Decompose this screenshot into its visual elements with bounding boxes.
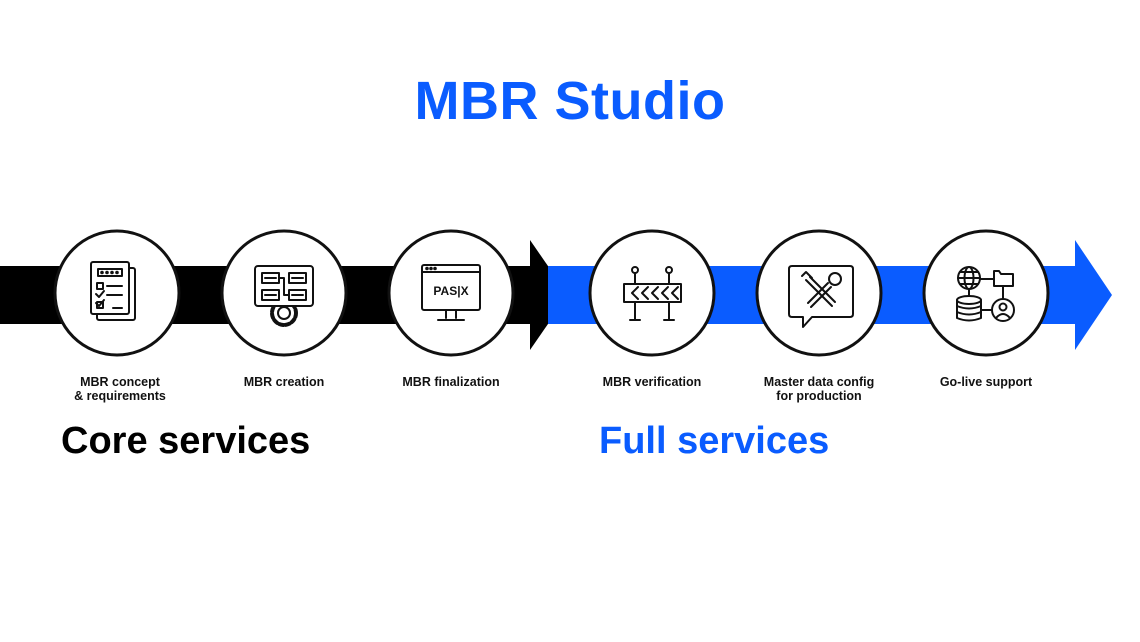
step-label-mbr-creation: MBR creation (243, 375, 325, 389)
page-title: MBR Studio (414, 71, 726, 131)
step-mbr-creation (220, 229, 348, 357)
pasx-logo-text: PAS|X (433, 284, 468, 298)
network-support-icon (956, 266, 1015, 322)
step-label-go-live-support: Go-live support (939, 375, 1033, 389)
core-services-heading: Core services (61, 420, 311, 462)
step-go-live-support (922, 229, 1050, 357)
step-label-mbr-finalization: MBR finalization (402, 375, 500, 389)
full-services-heading: Full services (599, 420, 830, 462)
tools-chat-icon (788, 265, 854, 328)
workflow-gear-icon (254, 265, 314, 327)
road-barrier-icon (623, 266, 682, 321)
step-mbr-concept (53, 229, 181, 357)
step-mbr-finalization: PAS|X (387, 229, 515, 357)
step-master-data-config (755, 229, 883, 357)
step-label-mbr-verification: MBR verification (602, 375, 702, 389)
pasx-monitor-icon: PAS|X (421, 264, 481, 321)
step-mbr-verification (588, 229, 716, 357)
step-label-mbr-concept: MBR concept & requirements (74, 375, 166, 403)
step-label-master-data-config: Master data config for production (763, 375, 875, 403)
checklist-document-icon (90, 261, 136, 321)
